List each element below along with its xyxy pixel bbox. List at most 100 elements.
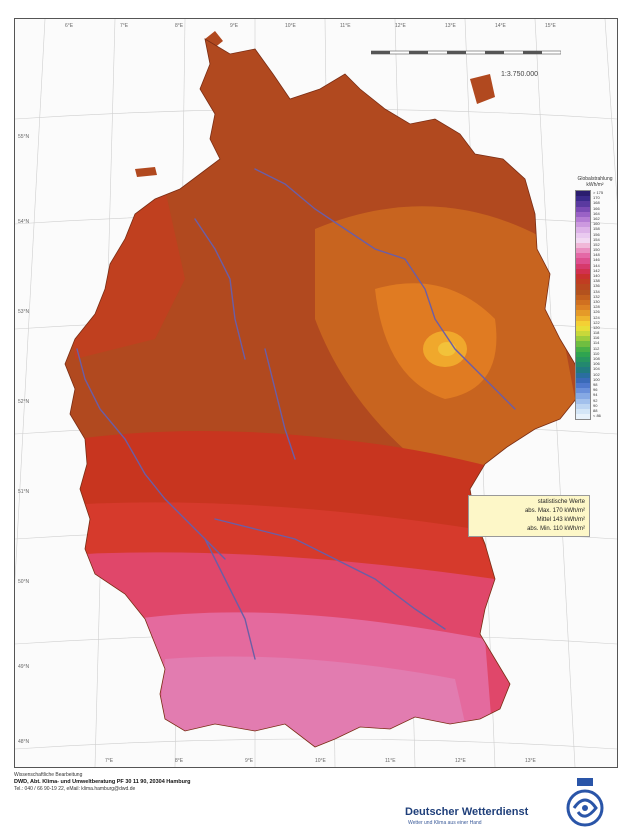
legend-swatch: 140 <box>576 273 600 280</box>
left-tick: 55°N <box>18 134 30 140</box>
brand-name: Deutscher Wetterdienst <box>405 806 529 818</box>
legend-swatch: 150 <box>576 247 600 254</box>
legend-label: 136 <box>593 283 600 289</box>
legend-swatch: 144 <box>576 263 600 269</box>
legend-label: 88 <box>593 407 598 413</box>
legend-label: 98 <box>593 381 598 387</box>
legend-swatch: 134 <box>576 289 600 295</box>
legend-label: 134 <box>593 288 600 294</box>
bottom-tick: 8°E <box>175 758 184 764</box>
legend-label: 108 <box>593 356 600 361</box>
legend-label: 128 <box>593 304 600 310</box>
legend-label: 152 <box>593 241 600 247</box>
legend-swatch: 102 <box>576 372 600 378</box>
legend-label: > 175 <box>593 190 604 195</box>
legend-swatch: 168 <box>576 200 600 207</box>
legend-label: 94 <box>593 392 598 398</box>
left-tick: 50°N <box>18 579 30 585</box>
legend-label: 142 <box>593 267 600 273</box>
legend-swatch: 92 <box>576 398 597 404</box>
footer-address: DWD, Abt. Klima- und Umweltberatung PF 3… <box>14 779 191 785</box>
legend-label: 102 <box>593 371 600 377</box>
legend-swatch: 160 <box>576 221 600 228</box>
dwd-logo-icon <box>566 778 604 827</box>
legend-label: 148 <box>593 252 600 258</box>
top-tick: 6°E <box>65 23 74 29</box>
top-tick: 8°E <box>175 23 184 29</box>
legend-swatch: 128 <box>576 304 600 311</box>
legend-label: 166 <box>593 205 600 211</box>
left-tick: 51°N <box>18 489 30 495</box>
legend-swatch: 166 <box>576 206 600 212</box>
legend-swatch: 112 <box>576 346 599 352</box>
left-tick: 54°N <box>18 219 30 225</box>
legend-label: 110 <box>593 350 600 356</box>
legend-swatch: 156 <box>576 232 600 238</box>
country-border <box>64 38 581 748</box>
germany-map <box>15 19 617 767</box>
legend-label: 126 <box>593 309 600 315</box>
scale-label: 1:3.750.000 <box>501 71 538 78</box>
legend-label: 90 <box>593 402 598 408</box>
legend-swatch: 106 <box>576 361 600 368</box>
brand-tagline: Wetter und Klima aus einer Hand <box>408 820 482 826</box>
legend-label: 118 <box>593 330 600 336</box>
left-tick: 52°N <box>18 399 30 405</box>
legend-label: 120 <box>593 324 600 330</box>
legend-swatch: 108 <box>576 356 600 363</box>
top-tick: 11°E <box>340 23 351 29</box>
legend-label: 132 <box>593 293 600 299</box>
legend-label: 158 <box>593 226 600 232</box>
legend-swatch: 148 <box>576 252 600 259</box>
legend-label: 112 <box>593 345 600 351</box>
legend-title: Globalstrahlung kWh/m² <box>575 176 615 188</box>
bottom-tick: 9°E <box>245 758 254 764</box>
legend-label: 104 <box>593 366 600 372</box>
legend-swatch: 96 <box>576 387 597 394</box>
legend-swatch: 104 <box>576 366 600 373</box>
legend-swatch: 122 <box>576 320 600 326</box>
legend-title-line: Globalstrahlung <box>577 176 613 182</box>
legend-label: 100 <box>593 376 600 382</box>
legend-swatch: 120 <box>576 325 600 332</box>
top-tick: 10°E <box>285 23 296 29</box>
rivers <box>76 168 516 660</box>
legend-swatch: 124 <box>576 315 600 321</box>
stats-max: abs. Max. 170 kWh/m² <box>524 508 585 514</box>
legend-swatch: 136 <box>576 283 600 290</box>
legend-label: 140 <box>593 273 600 278</box>
legend-swatch: 162 <box>576 216 600 223</box>
legend-label: 146 <box>593 257 600 263</box>
stats-mean: Mittel 143 kWh/m² <box>536 517 585 523</box>
legend-label: 116 <box>593 335 600 341</box>
legend-swatch: 152 <box>576 242 600 249</box>
footer-contact: Tel.: 040 / 66 90-19 22, eMail: klima.ha… <box>14 786 136 792</box>
top-tick: 9°E <box>230 23 239 29</box>
legend-label: 168 <box>593 200 600 206</box>
legend-swatch: 130 <box>576 299 600 306</box>
legend-label: 106 <box>593 361 600 367</box>
legend-label: 144 <box>593 262 600 268</box>
top-tick: 15°E <box>545 23 556 29</box>
legend-swatch: 142 <box>576 268 600 274</box>
legend-label: 164 <box>593 210 600 216</box>
left-tick: 49°N <box>18 664 30 670</box>
bottom-tick: 7°E <box>105 758 114 764</box>
legend-label: < 86 <box>593 413 601 419</box>
map-frame: 6°E 7°E 8°E 9°E 10°E 11°E 12°E 13°E 14°E… <box>14 18 618 768</box>
legend-swatch: 158 <box>576 226 600 233</box>
legend-swatch: 88 <box>576 408 597 415</box>
legend-swatch: 146 <box>576 257 600 264</box>
coast-islands <box>135 31 495 177</box>
left-tick: 53°N <box>18 309 30 315</box>
legend-swatch: 90 <box>576 403 597 409</box>
top-tick: 14°E <box>495 23 506 29</box>
legend-label: 138 <box>593 278 600 284</box>
top-tick: 13°E <box>445 23 456 29</box>
legend-label: 154 <box>593 236 600 242</box>
footer-credits: Wissenschaftliche Bearbeitung DWD, Abt. … <box>14 772 190 793</box>
legend-label: 124 <box>593 314 600 320</box>
legend-label: 92 <box>593 397 598 403</box>
